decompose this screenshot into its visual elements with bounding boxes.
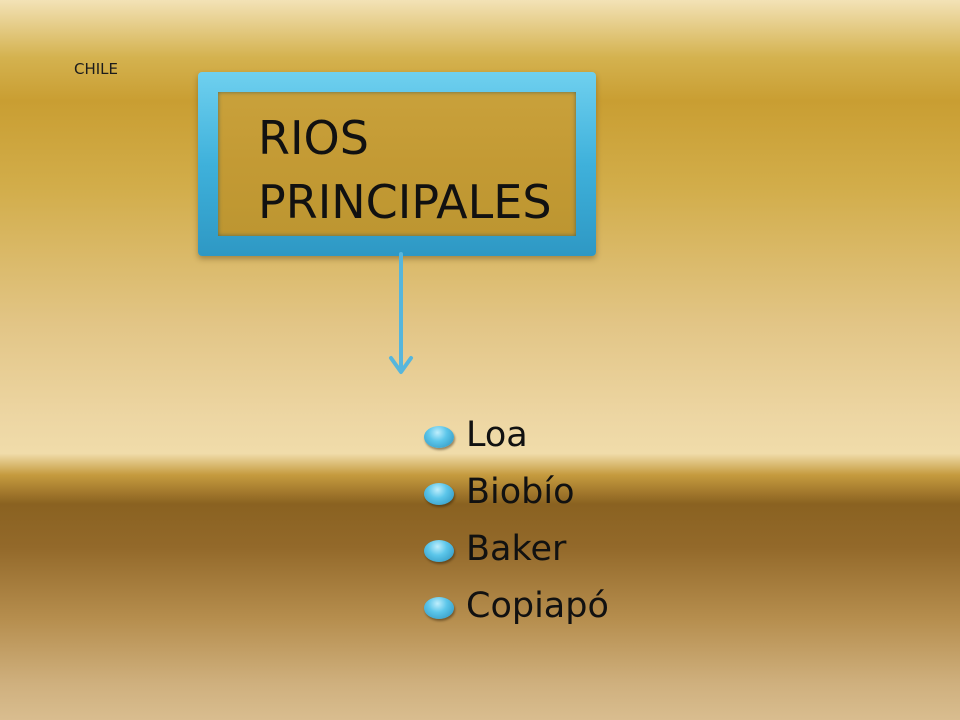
bullet-icon — [424, 540, 454, 562]
river-label: Biobío — [466, 472, 575, 512]
list-item: Baker — [424, 524, 609, 581]
title-line-1: RIOS — [258, 111, 369, 165]
river-label: Baker — [466, 529, 567, 569]
title-box-inner — [218, 92, 576, 236]
title-text: RIOS PRINCIPALES — [258, 106, 598, 234]
list-item: Loa — [424, 410, 609, 467]
list-item: Biobío — [424, 467, 609, 524]
river-list: Loa Biobío Baker Copiapó — [424, 410, 609, 638]
title-box — [198, 72, 596, 256]
bullet-icon — [424, 483, 454, 505]
down-arrow-connector — [389, 252, 413, 374]
river-label: Loa — [466, 415, 528, 455]
river-label: Copiapó — [466, 586, 609, 626]
title-line-2: PRINCIPALES — [258, 175, 552, 229]
corner-label: CHILE — [74, 60, 119, 78]
bullet-icon — [424, 426, 454, 448]
bullet-icon — [424, 597, 454, 619]
list-item: Copiapó — [424, 581, 609, 638]
